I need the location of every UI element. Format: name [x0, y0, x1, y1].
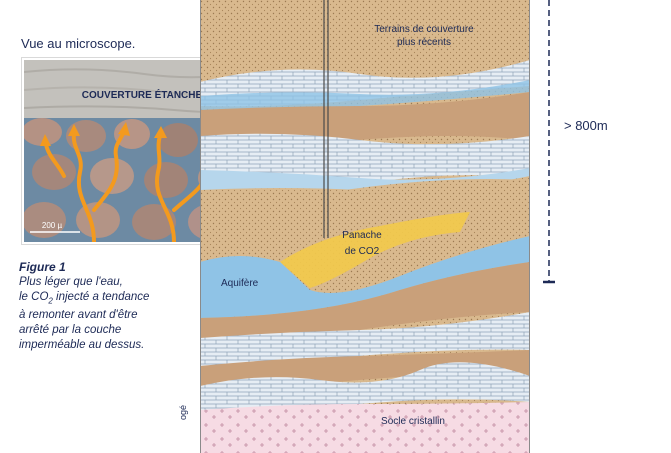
- plume-label-line-1: Panache: [342, 230, 382, 241]
- caption-line-4: arrêté par la couche: [19, 324, 122, 337]
- reservoir-sand-layer: [200, 176, 530, 262]
- clay-layer-1: [200, 92, 530, 144]
- figure-title: Figure 1: [19, 260, 66, 274]
- cap-rock-label: COUVERTURE ÉTANCHE: [82, 88, 203, 101]
- basement-label: Socle cristallin: [381, 416, 445, 427]
- depth-label: > 800m: [564, 118, 608, 133]
- aquifer-label: Aquifère: [221, 278, 259, 289]
- depth-scale: [543, 0, 555, 284]
- aquifer-layer: [200, 236, 530, 318]
- figure-caption: Figure 1 Plus léger que l'eau, le CO2 in…: [19, 260, 199, 353]
- caption-line-3: à remonter avant d'être: [19, 309, 138, 322]
- clay-layer-2: [200, 262, 530, 341]
- geological-cross-section: Terrains de couverture plus récents Pana…: [200, 0, 530, 453]
- caption-line-5: imperméable au dessus.: [19, 339, 145, 352]
- rock-grains: [24, 118, 260, 240]
- cover-label-line-2: plus récents: [397, 37, 451, 48]
- limestone-layer-3: [200, 312, 530, 366]
- cover-label-line-1: Terrains de couverture: [374, 24, 474, 35]
- limestone-layer-4: [200, 362, 530, 411]
- caption-line-2: le CO2 injecté a tendance: [19, 291, 150, 306]
- plume-label-line-2: de CO2: [345, 246, 380, 257]
- side-credit: ogé: [178, 404, 188, 420]
- scale-label: 200 µ: [42, 221, 63, 230]
- co2-plume: [280, 212, 470, 288]
- caption-line-1: Plus léger que l'eau,: [19, 276, 123, 288]
- microscope-title: Vue au microscope.: [21, 36, 136, 51]
- crystalline-basement: [200, 402, 530, 453]
